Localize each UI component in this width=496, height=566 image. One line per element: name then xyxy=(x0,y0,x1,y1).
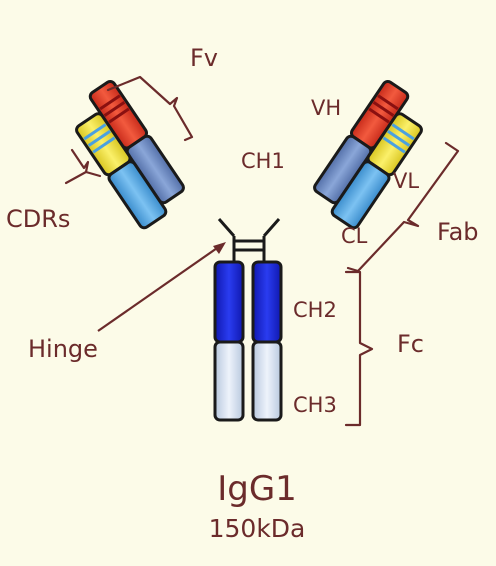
cdr-stripes-left-light xyxy=(83,123,116,154)
cdrs-bracket-stem xyxy=(64,170,88,185)
cdr-stripes-right-heavy xyxy=(368,94,399,124)
ch3-label: CH3 xyxy=(293,393,337,417)
cl-domain-left xyxy=(107,160,168,230)
fc-heavy-chain-left xyxy=(213,260,245,422)
cdrs-label: CDRs xyxy=(6,205,70,233)
hinge-label: Hinge xyxy=(28,335,98,363)
cdr-stripes-right-light xyxy=(382,123,415,154)
antibody-title: IgG1 xyxy=(217,469,297,509)
hinge-arrow xyxy=(97,242,226,332)
cdr-stripes-left-heavy xyxy=(99,94,130,124)
ch2-domain-left xyxy=(213,260,245,344)
fc-bracket xyxy=(344,270,374,427)
vl-label: VL xyxy=(393,169,419,193)
fab-arm-right xyxy=(313,79,423,230)
fv-label: Fv xyxy=(190,44,218,72)
ch2-label: CH2 xyxy=(293,298,337,322)
fc-heavy-chain-right xyxy=(251,260,283,422)
vh-label: VH xyxy=(311,96,341,120)
ch3-domain-left xyxy=(213,340,245,422)
ch3-domain-right xyxy=(251,340,283,422)
fc-label: Fc xyxy=(397,330,424,358)
fab-arm-left xyxy=(75,79,185,230)
fv-bracket xyxy=(106,75,194,142)
cl-label: CL xyxy=(341,224,368,248)
cl-domain-right xyxy=(330,160,391,230)
fab-label: Fab xyxy=(437,218,479,246)
hinge-region xyxy=(217,218,281,262)
cdrs-bracket-upper xyxy=(70,148,102,178)
molecular-weight: 150kDa xyxy=(209,514,306,543)
ch1-label: CH1 xyxy=(241,149,285,173)
ch2-domain-right xyxy=(251,260,283,344)
